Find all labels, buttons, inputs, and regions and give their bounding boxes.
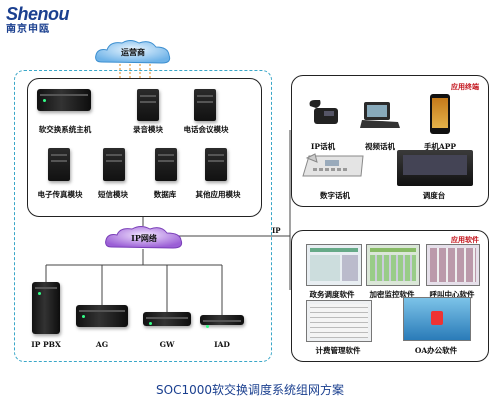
- gateway-label-ip-pbx: IP PBX: [31, 340, 61, 349]
- call-center-screenshot: [426, 244, 480, 286]
- carrier-cloud: 运营商: [92, 38, 174, 68]
- software-label-encrypted-monitor: 加密监控软件: [369, 290, 415, 299]
- gateway-label-iad: IAD: [214, 340, 230, 349]
- software-label-billing: 计费管理软件: [315, 346, 361, 355]
- ip-network-cloud-icon: [105, 226, 183, 249]
- software-label-oa: OA办公软件: [414, 346, 458, 355]
- iad-icon: [200, 315, 244, 328]
- oa-office-screenshot: [403, 297, 471, 341]
- dispatch-console-icon: [397, 150, 473, 186]
- gov-dispatch-screenshot: [306, 244, 362, 286]
- terminal-label-ip-phone: IP话机: [310, 142, 336, 151]
- module-label-database: 数据库: [153, 190, 177, 199]
- other-module-icon: [205, 148, 227, 181]
- terminal-label-dispatch-console: 调度台: [422, 191, 446, 200]
- database-icon: [155, 148, 177, 181]
- ip-phone-icon: [306, 98, 340, 128]
- system-boundary: [14, 70, 272, 362]
- recording-module-icon: [137, 89, 159, 121]
- software-label-gov-dispatch: 政务调度软件: [309, 290, 355, 299]
- software-label-call-center: 呼叫中心软件: [429, 290, 475, 299]
- software-tag: 应用软件: [451, 236, 479, 244]
- ip-network-label: IP网络: [131, 233, 157, 243]
- module-label-recording: 录音模块: [133, 125, 163, 134]
- fax-module-icon: [48, 148, 70, 181]
- ip-network-cloud: IP网络: [102, 224, 186, 252]
- logo-subtitle: 南京申瓯: [6, 24, 50, 35]
- encrypted-monitor-screenshot: [366, 244, 420, 286]
- module-label-fax: 电子传真模块: [37, 190, 83, 199]
- gateway-label-gw: GW: [159, 340, 175, 349]
- gw-icon: [143, 312, 191, 326]
- video-phone-icon: [360, 100, 402, 130]
- module-label-softswitch: 软交换系统主机: [38, 125, 92, 134]
- ip-pbx-icon: [32, 282, 60, 334]
- digital-phone-icon: [301, 152, 365, 180]
- sms-module-icon: [103, 148, 125, 181]
- terminal-label-video-phone: 视频话机: [365, 142, 395, 151]
- mobile-app-icon: [430, 94, 450, 134]
- terminal-label-mobile-app: 手机APP: [423, 142, 457, 151]
- carrier-cloud-icon: [95, 40, 171, 64]
- module-label-sms: 短信模块: [98, 190, 128, 199]
- module-label-conference: 电话会议模块: [183, 125, 229, 134]
- logo-brand: Shenou: [6, 4, 70, 24]
- conference-module-icon: [194, 89, 216, 121]
- terminal-label-digital-phone: 数字话机: [320, 191, 350, 200]
- terminals-tag: 应用终端: [451, 83, 479, 91]
- gateway-label-ag: AG: [95, 340, 109, 349]
- diagram-caption: SOC1000软交换调度系统组网方案: [156, 383, 344, 397]
- module-label-other: 其他应用模块: [195, 190, 241, 199]
- billing-screenshot: [306, 300, 372, 342]
- ip-link-label: IP: [272, 226, 281, 235]
- logo: Shenou 南京申瓯: [6, 4, 86, 38]
- ag-icon: [76, 305, 128, 327]
- carrier-label: 运营商: [121, 47, 145, 57]
- softswitch-host-icon: [37, 89, 91, 111]
